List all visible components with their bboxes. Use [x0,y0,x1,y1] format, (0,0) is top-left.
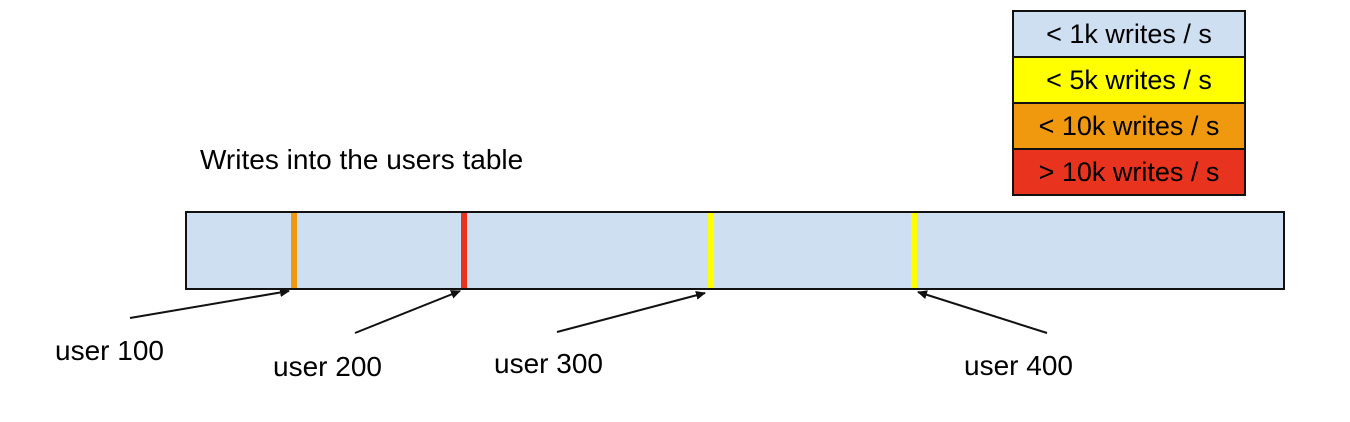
user-400-label: user 400 [964,350,1073,381]
legend-item-3: > 10k writes / s [1012,148,1246,196]
legend-item-2: < 10k writes / s [1012,102,1246,150]
arrow-user-400 [917,290,1048,334]
user-200-label: user 200 [273,351,382,382]
user-300-label: user 300 [494,348,603,379]
arrow-user-200 [354,290,461,334]
user-100-label: user 100 [55,335,164,366]
legend: < 1k writes / s< 5k writes / s< 10k writ… [1012,10,1246,196]
marker-user-200 [461,213,468,288]
diagram-title: Writes into the users table [200,144,524,175]
legend-item-1: < 5k writes / s [1012,56,1246,104]
marker-user-100 [291,213,298,288]
legend-item-0: < 1k writes / s [1012,10,1246,58]
users-table-bar [185,211,1285,290]
arrow-user-100 [129,288,290,319]
marker-user-300 [707,213,714,288]
arrow-user-300 [556,290,706,333]
marker-user-400 [910,213,917,288]
